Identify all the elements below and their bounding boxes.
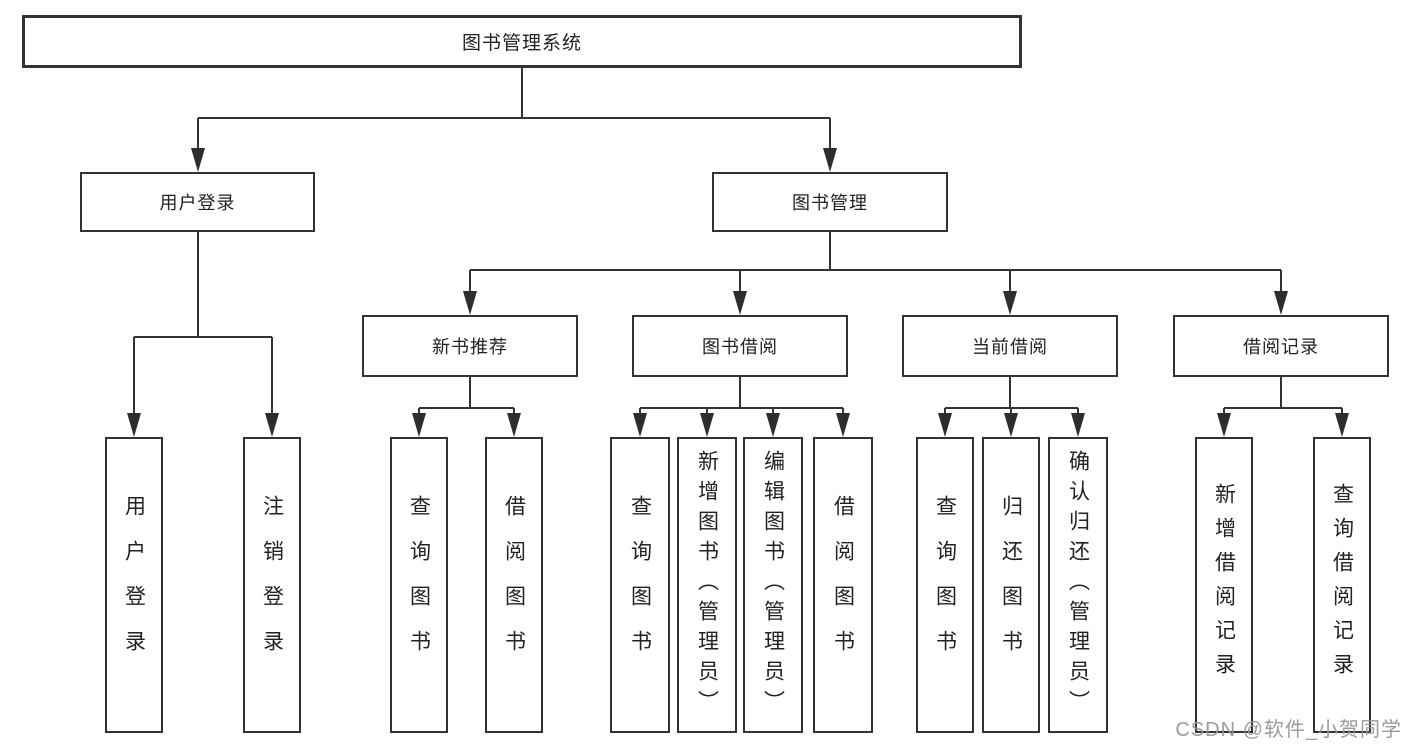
- leaf-add-book-admin: 新增图书（管理员）: [677, 437, 737, 733]
- node-user-login-branch: 用户登录: [80, 172, 315, 232]
- node-library-system: 图书管理系统: [22, 15, 1022, 68]
- node-book-management: 图书管理: [712, 172, 948, 232]
- leaf-user-login: 用户登录: [105, 437, 163, 733]
- leaf-return-books: 归还图书: [982, 437, 1040, 733]
- leaf-confirm-return-admin: 确认归还（管理员）: [1048, 437, 1108, 733]
- leaf-edit-book-admin: 编辑图书（管理员）: [743, 437, 803, 733]
- leaf-borrow-books: 借阅图书: [813, 437, 873, 733]
- node-new-book-recommend: 新书推荐: [362, 315, 578, 377]
- node-borrow-records: 借阅记录: [1173, 315, 1389, 377]
- csdn-watermark: CSDN @软件_小贺同学: [1175, 719, 1402, 741]
- leaf-query-books-borrow: 查询图书: [610, 437, 670, 733]
- leaf-query-books-current: 查询图书: [916, 437, 974, 733]
- leaf-query-books-recommend: 查询图书: [390, 437, 448, 733]
- leaf-add-borrow-record: 新增借阅记录: [1195, 437, 1253, 733]
- node-current-borrow: 当前借阅: [902, 315, 1118, 377]
- leaf-query-borrow-record: 查询借阅记录: [1313, 437, 1371, 733]
- leaf-logout: 注销登录: [243, 437, 301, 733]
- leaf-borrow-books-recommend: 借阅图书: [485, 437, 543, 733]
- node-book-borrow: 图书借阅: [632, 315, 848, 377]
